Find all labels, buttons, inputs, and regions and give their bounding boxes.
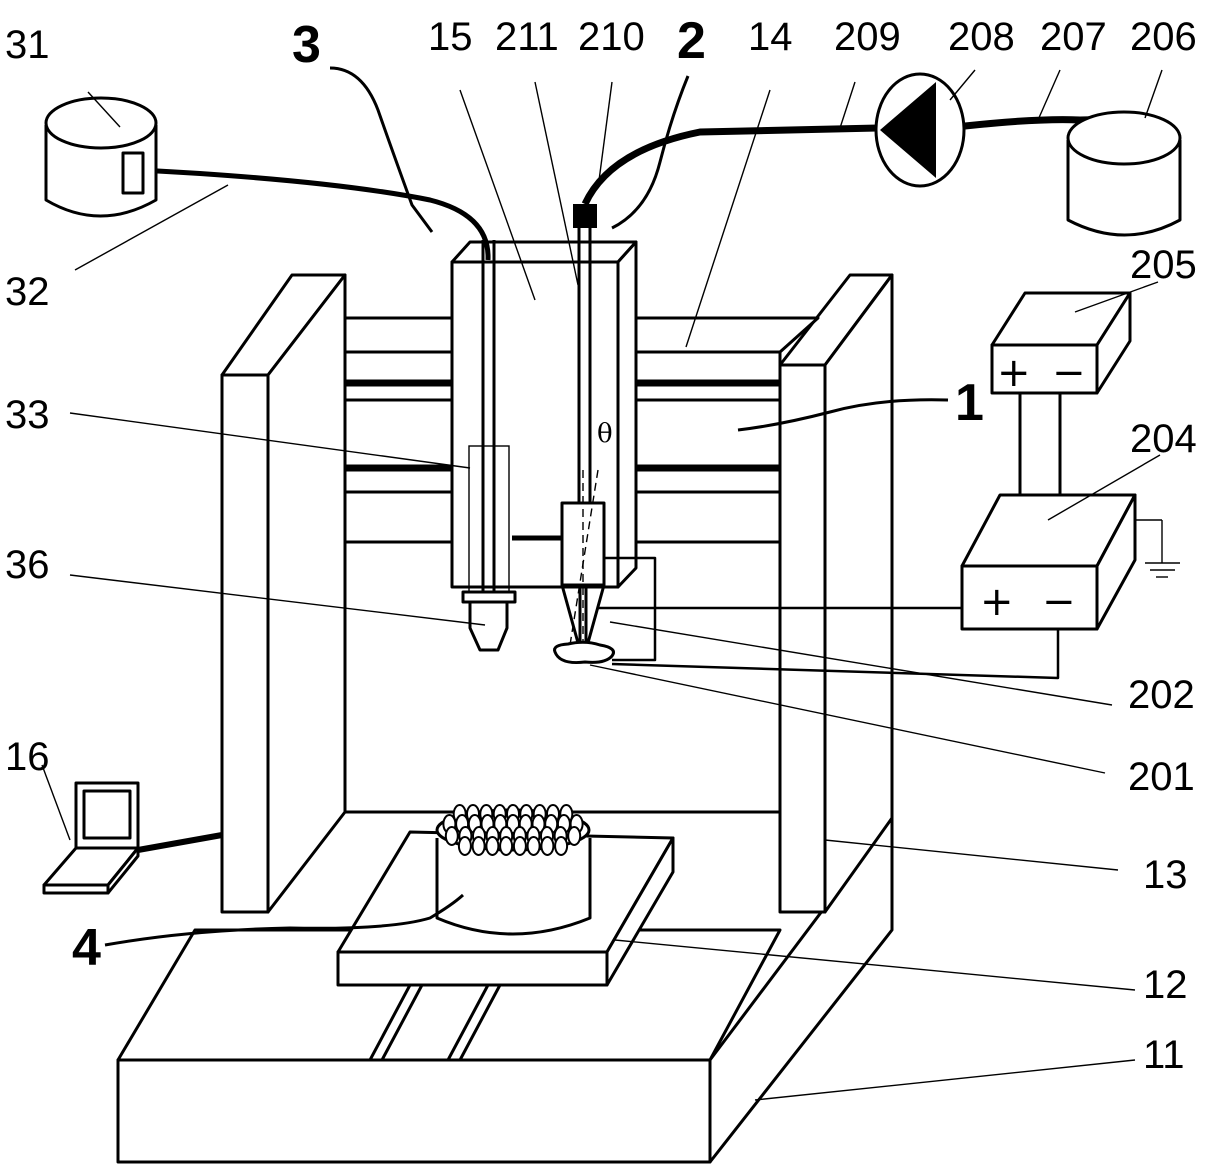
right-frame-column: [778, 273, 894, 914]
spheroid: [471, 836, 486, 856]
spheroid: [457, 836, 472, 856]
label-210: 210: [578, 15, 645, 59]
left-frame-column: [220, 273, 347, 914]
tubing: [139, 116, 1131, 261]
extrusion-needle: [468, 240, 562, 593]
label-202: 202: [1128, 673, 1195, 717]
spheroid: [444, 826, 459, 846]
label-11: 11: [1143, 1033, 1185, 1077]
spheroid: [554, 836, 569, 856]
ground-symbol: [1135, 519, 1180, 578]
needle-connector: [573, 204, 597, 228]
spheroid: [512, 836, 527, 856]
cell-spheroids: [442, 804, 584, 856]
computer-16: [42, 781, 223, 895]
label-13: 13: [1143, 853, 1188, 897]
spheroid: [485, 836, 500, 856]
label-3: 3: [292, 16, 321, 74]
label-32: 32: [5, 270, 50, 314]
spheroid: [499, 836, 514, 856]
label-207: 207: [1040, 15, 1107, 59]
print-head-carriage: [450, 240, 638, 589]
label-31: 31: [5, 23, 50, 67]
spheroid: [540, 836, 555, 856]
label-205: 205: [1130, 243, 1197, 287]
label-1: 1: [955, 374, 984, 432]
connector-205-204: [1018, 393, 1062, 495]
minus-terminal-205: −: [1052, 350, 1086, 396]
label-33: 33: [5, 393, 50, 437]
label-204: 204: [1130, 417, 1197, 461]
label-15: 15: [428, 15, 473, 59]
electrospray-assembly: [553, 204, 615, 664]
label-2: 2: [677, 12, 706, 70]
reference-labels: 31 32 33 36 3 15 211 210 2 14 209 208 20…: [5, 12, 1197, 1077]
high-voltage-wiring: [598, 556, 1060, 680]
reservoir-31: [44, 96, 158, 218]
label-209: 209: [834, 15, 901, 59]
label-208: 208: [948, 15, 1015, 59]
spheroid: [526, 836, 541, 856]
leader-lines: [41, 66, 1163, 1101]
label-36: 36: [5, 543, 50, 587]
plus-terminal-204: +: [980, 579, 1014, 625]
angle-theta: θ: [597, 419, 613, 449]
plus-terminal-205: +: [997, 350, 1031, 396]
label-211: 211: [495, 15, 559, 59]
label-201: 201: [1128, 755, 1195, 799]
label-12: 12: [1143, 963, 1188, 1007]
power-supply-204: [960, 493, 1137, 631]
power-supply-205: [990, 291, 1132, 395]
culture-dish: [435, 804, 592, 936]
symbol-labels: θ + − + −: [597, 350, 1086, 625]
extrusion-nozzle: [461, 590, 517, 652]
reservoir-206: [1066, 110, 1182, 237]
spheroid: [567, 826, 582, 846]
label-16: 16: [5, 735, 50, 779]
pump-208: [874, 72, 966, 188]
label-14: 14: [748, 15, 793, 59]
minus-terminal-204: −: [1042, 579, 1076, 625]
label-206: 206: [1130, 15, 1197, 59]
label-4: 4: [72, 919, 101, 977]
